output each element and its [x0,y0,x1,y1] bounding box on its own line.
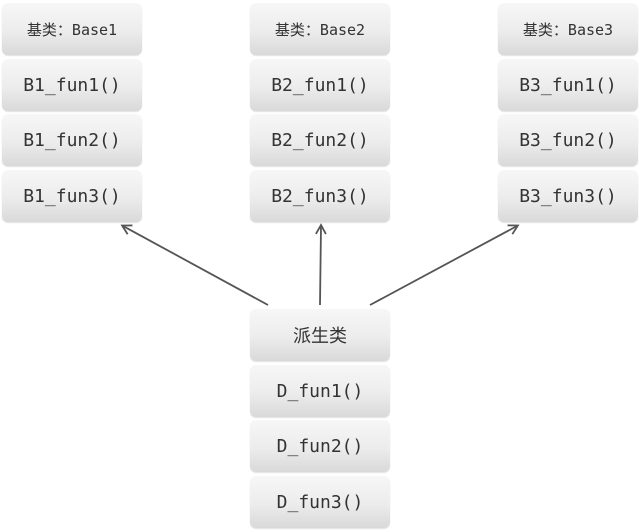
base1-method-2: B1_fun2() [2,114,142,166]
base1-method-3: B1_fun3() [2,170,142,222]
base1-method-1: B1_fun1() [2,59,142,111]
base2-header: 基类：Base2 [250,3,390,55]
base3-header: 基类：Base3 [498,3,638,55]
base1-header: 基类：Base1 [2,3,142,55]
base3-method-2: B3_fun2() [498,114,638,166]
derived-method-2: D_fun2() [250,420,390,472]
base3-method-1: B3_fun1() [498,59,638,111]
base2-method-2: B2_fun2() [250,114,390,166]
base3-method-3: B3_fun3() [498,170,638,222]
arrow-to-base3 [369,224,520,306]
base2-method-3: B2_fun3() [250,170,390,222]
derived-method-1: D_fun1() [250,365,390,417]
base2-method-1: B2_fun1() [250,59,390,111]
arrow-to-base2 [315,223,327,306]
derived-header: 派生类 [250,309,390,361]
arrow-to-base1 [120,224,269,306]
derived-method-3: D_fun3() [250,476,390,528]
